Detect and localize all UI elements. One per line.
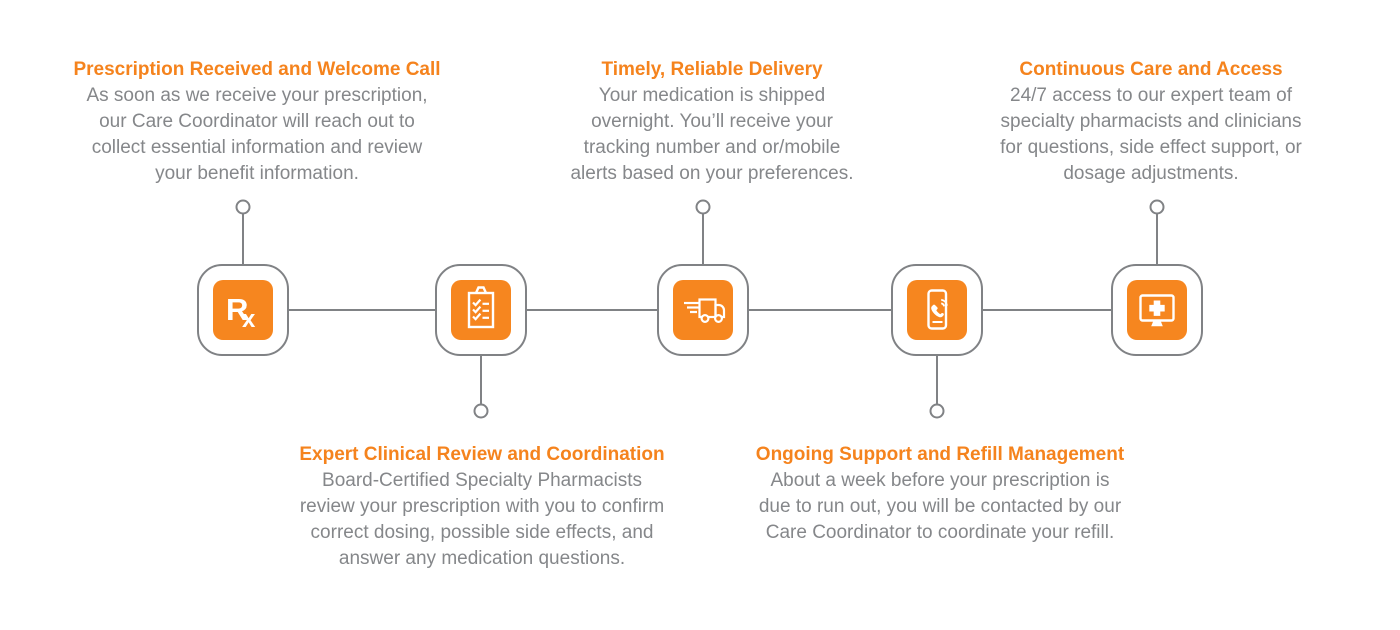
step-icon-tile xyxy=(1127,280,1187,340)
step-text-block: Prescription Received and Welcome Call A… xyxy=(27,57,487,187)
step-description: About a week before your prescription is… xyxy=(758,470,1122,543)
step-title: Expert Clinical Review and Coordination xyxy=(299,444,665,465)
connector-dot xyxy=(235,199,251,215)
rx-letter-x: x xyxy=(242,306,256,333)
phone-support-icon xyxy=(927,289,948,330)
step-description: 24/7 access to our expert team of specia… xyxy=(1000,85,1302,184)
step-icon-tile xyxy=(451,280,511,340)
telehealth-monitor-icon xyxy=(1139,294,1175,327)
step-description: As soon as we receive your prescription,… xyxy=(86,85,428,184)
step-description: Your medication is shipped overnight. Yo… xyxy=(570,85,854,184)
step-text-block: Continuous Care and Access 24/7 access t… xyxy=(921,57,1381,187)
step-icon-tile xyxy=(907,280,967,340)
step-title: Prescription Received and Welcome Call xyxy=(73,59,441,80)
checklist-clipboard-icon xyxy=(467,286,495,329)
step-title: Ongoing Support and Refill Management xyxy=(755,444,1125,465)
step-icon-tile xyxy=(673,280,733,340)
rx-prescription-icon: R x xyxy=(226,292,256,333)
step-text-block: Ongoing Support and Refill Management Ab… xyxy=(700,442,1180,546)
connector-dot xyxy=(473,403,489,419)
step-text-block: Timely, Reliable Delivery Your medicatio… xyxy=(482,57,942,187)
connector-dot xyxy=(929,403,945,419)
step-description: Board-Certified Specialty Pharmacists re… xyxy=(299,470,665,569)
connector-dot xyxy=(1149,199,1165,215)
connector-dot xyxy=(695,199,711,215)
step-text-block: Expert Clinical Review and Coordination … xyxy=(242,442,722,572)
step-title: Continuous Care and Access xyxy=(1019,59,1283,80)
step-title: Timely, Reliable Delivery xyxy=(601,59,823,80)
rx-letter-r: R xyxy=(226,292,248,327)
step-icon-tile: R x xyxy=(213,280,273,340)
delivery-truck-icon xyxy=(684,298,726,323)
